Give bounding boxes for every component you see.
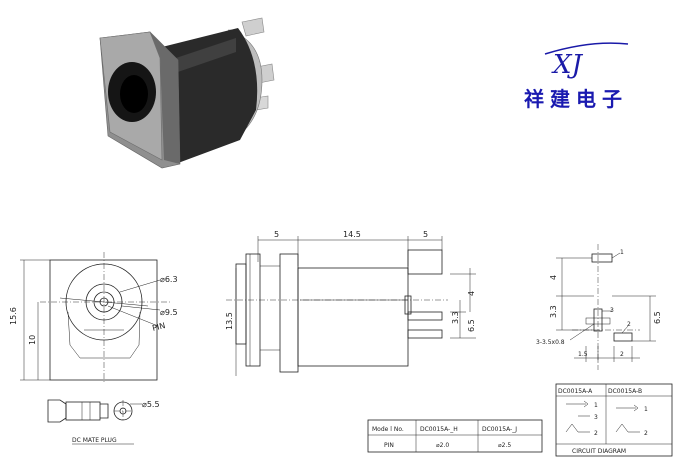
plug-caption: DC MATE PLUG xyxy=(72,437,117,444)
side-view: 5 14.5 5 13.5 4 3.3 6.5 xyxy=(225,230,476,376)
pin-dim-mid: 3.3 xyxy=(549,305,558,318)
pin-dim-right: 6.5 xyxy=(653,311,662,324)
pin-label-2: 2 xyxy=(627,321,631,328)
side-dim-height: 13.5 xyxy=(225,312,234,330)
pin-dim-bottom-left: 1.5 xyxy=(578,351,588,358)
model-header-0: Mode l No. xyxy=(372,426,404,433)
model-row-0: PIN xyxy=(384,442,394,449)
model-row-1: ⌀2.0 xyxy=(436,442,449,449)
circuit-caption: CIRCUIT DIAGRAM xyxy=(572,448,626,455)
side-dim-body: 14.5 xyxy=(343,230,361,239)
model-header-2: DC0015A-_J xyxy=(482,426,517,433)
pin-dim-hole: 3-3.5x0.8 xyxy=(536,339,565,346)
pin-dim-bottom-right: 2 xyxy=(620,351,624,358)
circuit-b-pin-1: 1 xyxy=(644,406,648,413)
front-height-total: 15.6 xyxy=(9,307,18,325)
pin-layout-view: 1 3 2 4 3.3 6.5 3-3.5x0.8 1.5 xyxy=(536,244,662,370)
front-view: ⌀6.3 ⌀9.5 PIN 15.6 10 xyxy=(9,252,178,382)
circuit-a-pin-3: 3 xyxy=(594,414,598,421)
side-dim-pin-top: 4 xyxy=(467,291,476,296)
model-row-2: ⌀2.5 xyxy=(498,442,511,449)
model-table: Mode l No. DC0015A-_H DC0015A-_J PIN ⌀2.… xyxy=(367,419,543,453)
front-dia-inner: ⌀9.5 xyxy=(160,308,178,317)
circuit-header-b: DC0015A-B xyxy=(608,388,642,395)
pin-label-3: 3 xyxy=(610,307,614,314)
front-dia-outer: ⌀6.3 xyxy=(160,275,178,284)
side-dim-right: 5 xyxy=(423,230,428,239)
front-height-inner: 10 xyxy=(28,335,37,345)
side-dim-pin-right: 6.5 xyxy=(467,319,476,332)
product-photo xyxy=(99,17,275,169)
side-dim-left: 5 xyxy=(274,230,279,239)
circuit-b-pin-2: 2 xyxy=(644,430,648,437)
circuit-a-pin-1: 1 xyxy=(594,402,598,409)
brand-name: 祥建电子 xyxy=(524,87,628,111)
circuit-a-pin-2: 2 xyxy=(594,430,598,437)
pin-dim-top: 4 xyxy=(549,275,558,280)
model-header-1: DC0015A-_H xyxy=(420,426,458,433)
side-dim-pin-gap: 3.3 xyxy=(451,311,460,324)
plug-view: ⌀5.5 DC MATE PLUG xyxy=(47,399,160,445)
circuit-header-a: DC0015A-A xyxy=(558,388,593,395)
brand-logo: XJ 祥建电子 xyxy=(524,42,629,111)
front-pin-label: PIN xyxy=(151,321,166,333)
plug-dia: ⌀5.5 xyxy=(142,400,160,409)
brand-logo-text: XJ xyxy=(551,50,584,80)
pin-label-1: 1 xyxy=(620,249,624,256)
circuit-table: DC0015A-A DC0015A-B 1 3 2 1 2 CIRCUIT DI… xyxy=(555,383,673,457)
